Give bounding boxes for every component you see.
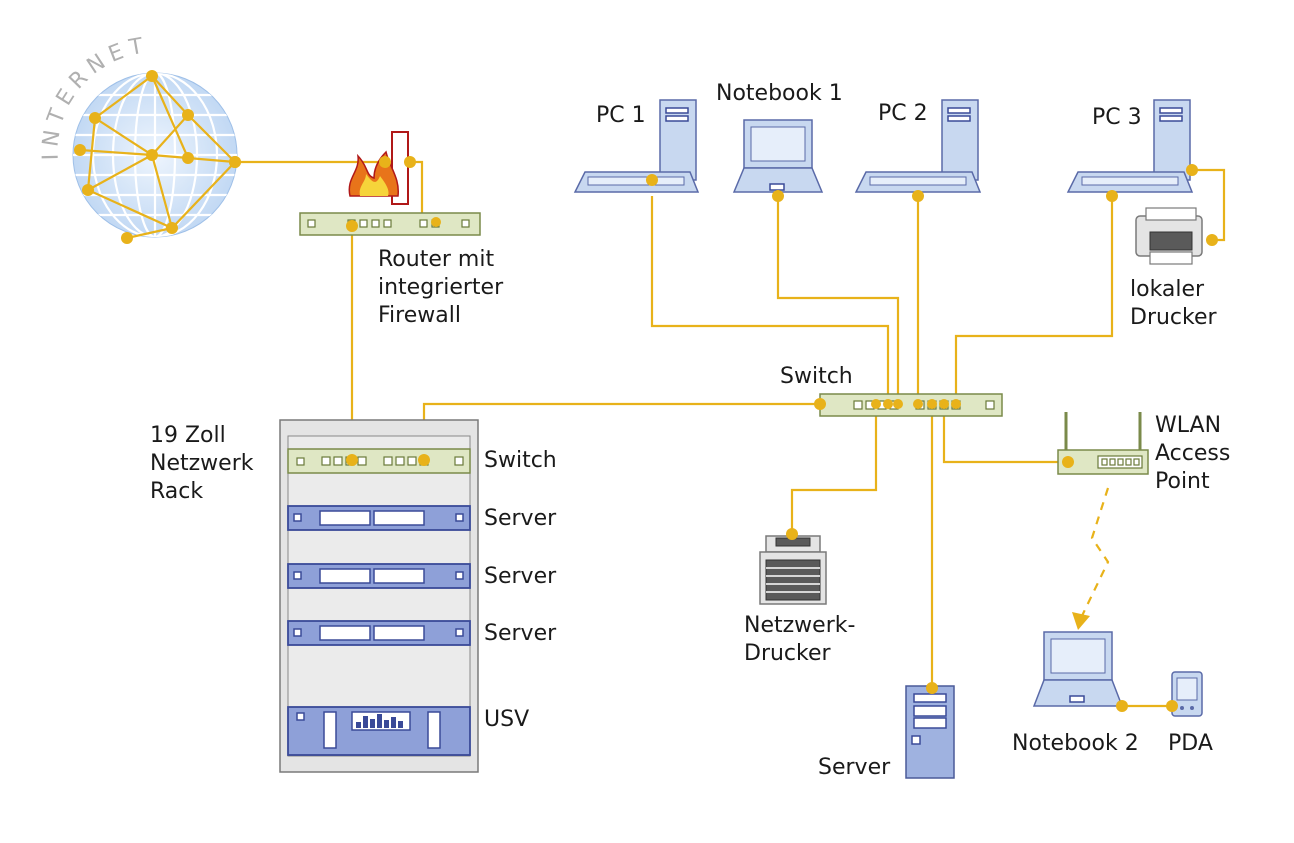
network-links	[235, 160, 1226, 708]
wlan-label-line2: Access	[1155, 441, 1231, 466]
router-label-line2: integrierter	[378, 275, 504, 300]
pc1-icon	[573, 99, 700, 193]
server-tower-icon	[905, 685, 955, 779]
rack-server1-label: Server	[484, 506, 557, 531]
local-printer-label-line2: Drucker	[1130, 305, 1217, 330]
connection-dots	[229, 156, 1218, 712]
pda-icon	[1171, 671, 1203, 717]
internet-globe-icon: INTERNET	[38, 33, 241, 244]
server-label: Server	[818, 755, 891, 780]
rack-server3-label: Server	[484, 621, 557, 646]
notebook1-icon	[732, 119, 824, 193]
pc3-icon	[1066, 99, 1194, 193]
rack-label-line3: Rack	[150, 479, 204, 504]
local-printer-icon	[1135, 207, 1203, 265]
main-switch-icon	[819, 393, 1003, 417]
router-firewall-icon	[299, 131, 481, 236]
wlan-label-line3: Point	[1155, 469, 1210, 494]
local-printer-label-line1: lokaler	[1130, 277, 1205, 302]
network-printer-icon	[759, 535, 827, 605]
notebook1-label: Notebook 1	[716, 81, 843, 106]
rack-server2-label: Server	[484, 564, 557, 589]
pc3-label: PC 3	[1092, 105, 1142, 130]
net-printer-label-line1: Netzwerk-	[744, 613, 856, 638]
pda-label: PDA	[1168, 731, 1213, 756]
net-printer-label-line2: Drucker	[744, 641, 831, 666]
rack-label-line2: Netzwerk	[150, 451, 254, 476]
rack-label-line1: 19 Zoll	[150, 423, 226, 448]
notebook2-label: Notebook 2	[1012, 731, 1139, 756]
pc1-label: PC 1	[596, 103, 646, 128]
router-label-line3: Firewall	[378, 303, 461, 328]
router-label-line1: Router mit	[378, 247, 495, 272]
pc2-label: PC 2	[878, 101, 928, 126]
pc2-icon	[854, 99, 982, 193]
rack-switch-label: Switch	[484, 448, 557, 473]
switch-label: Switch	[780, 364, 853, 389]
network-rack-icon	[279, 419, 479, 773]
rack-usv-label: USV	[484, 707, 530, 732]
notebook2-icon	[1032, 631, 1124, 707]
wlan-label-line1: WLAN	[1155, 413, 1222, 438]
